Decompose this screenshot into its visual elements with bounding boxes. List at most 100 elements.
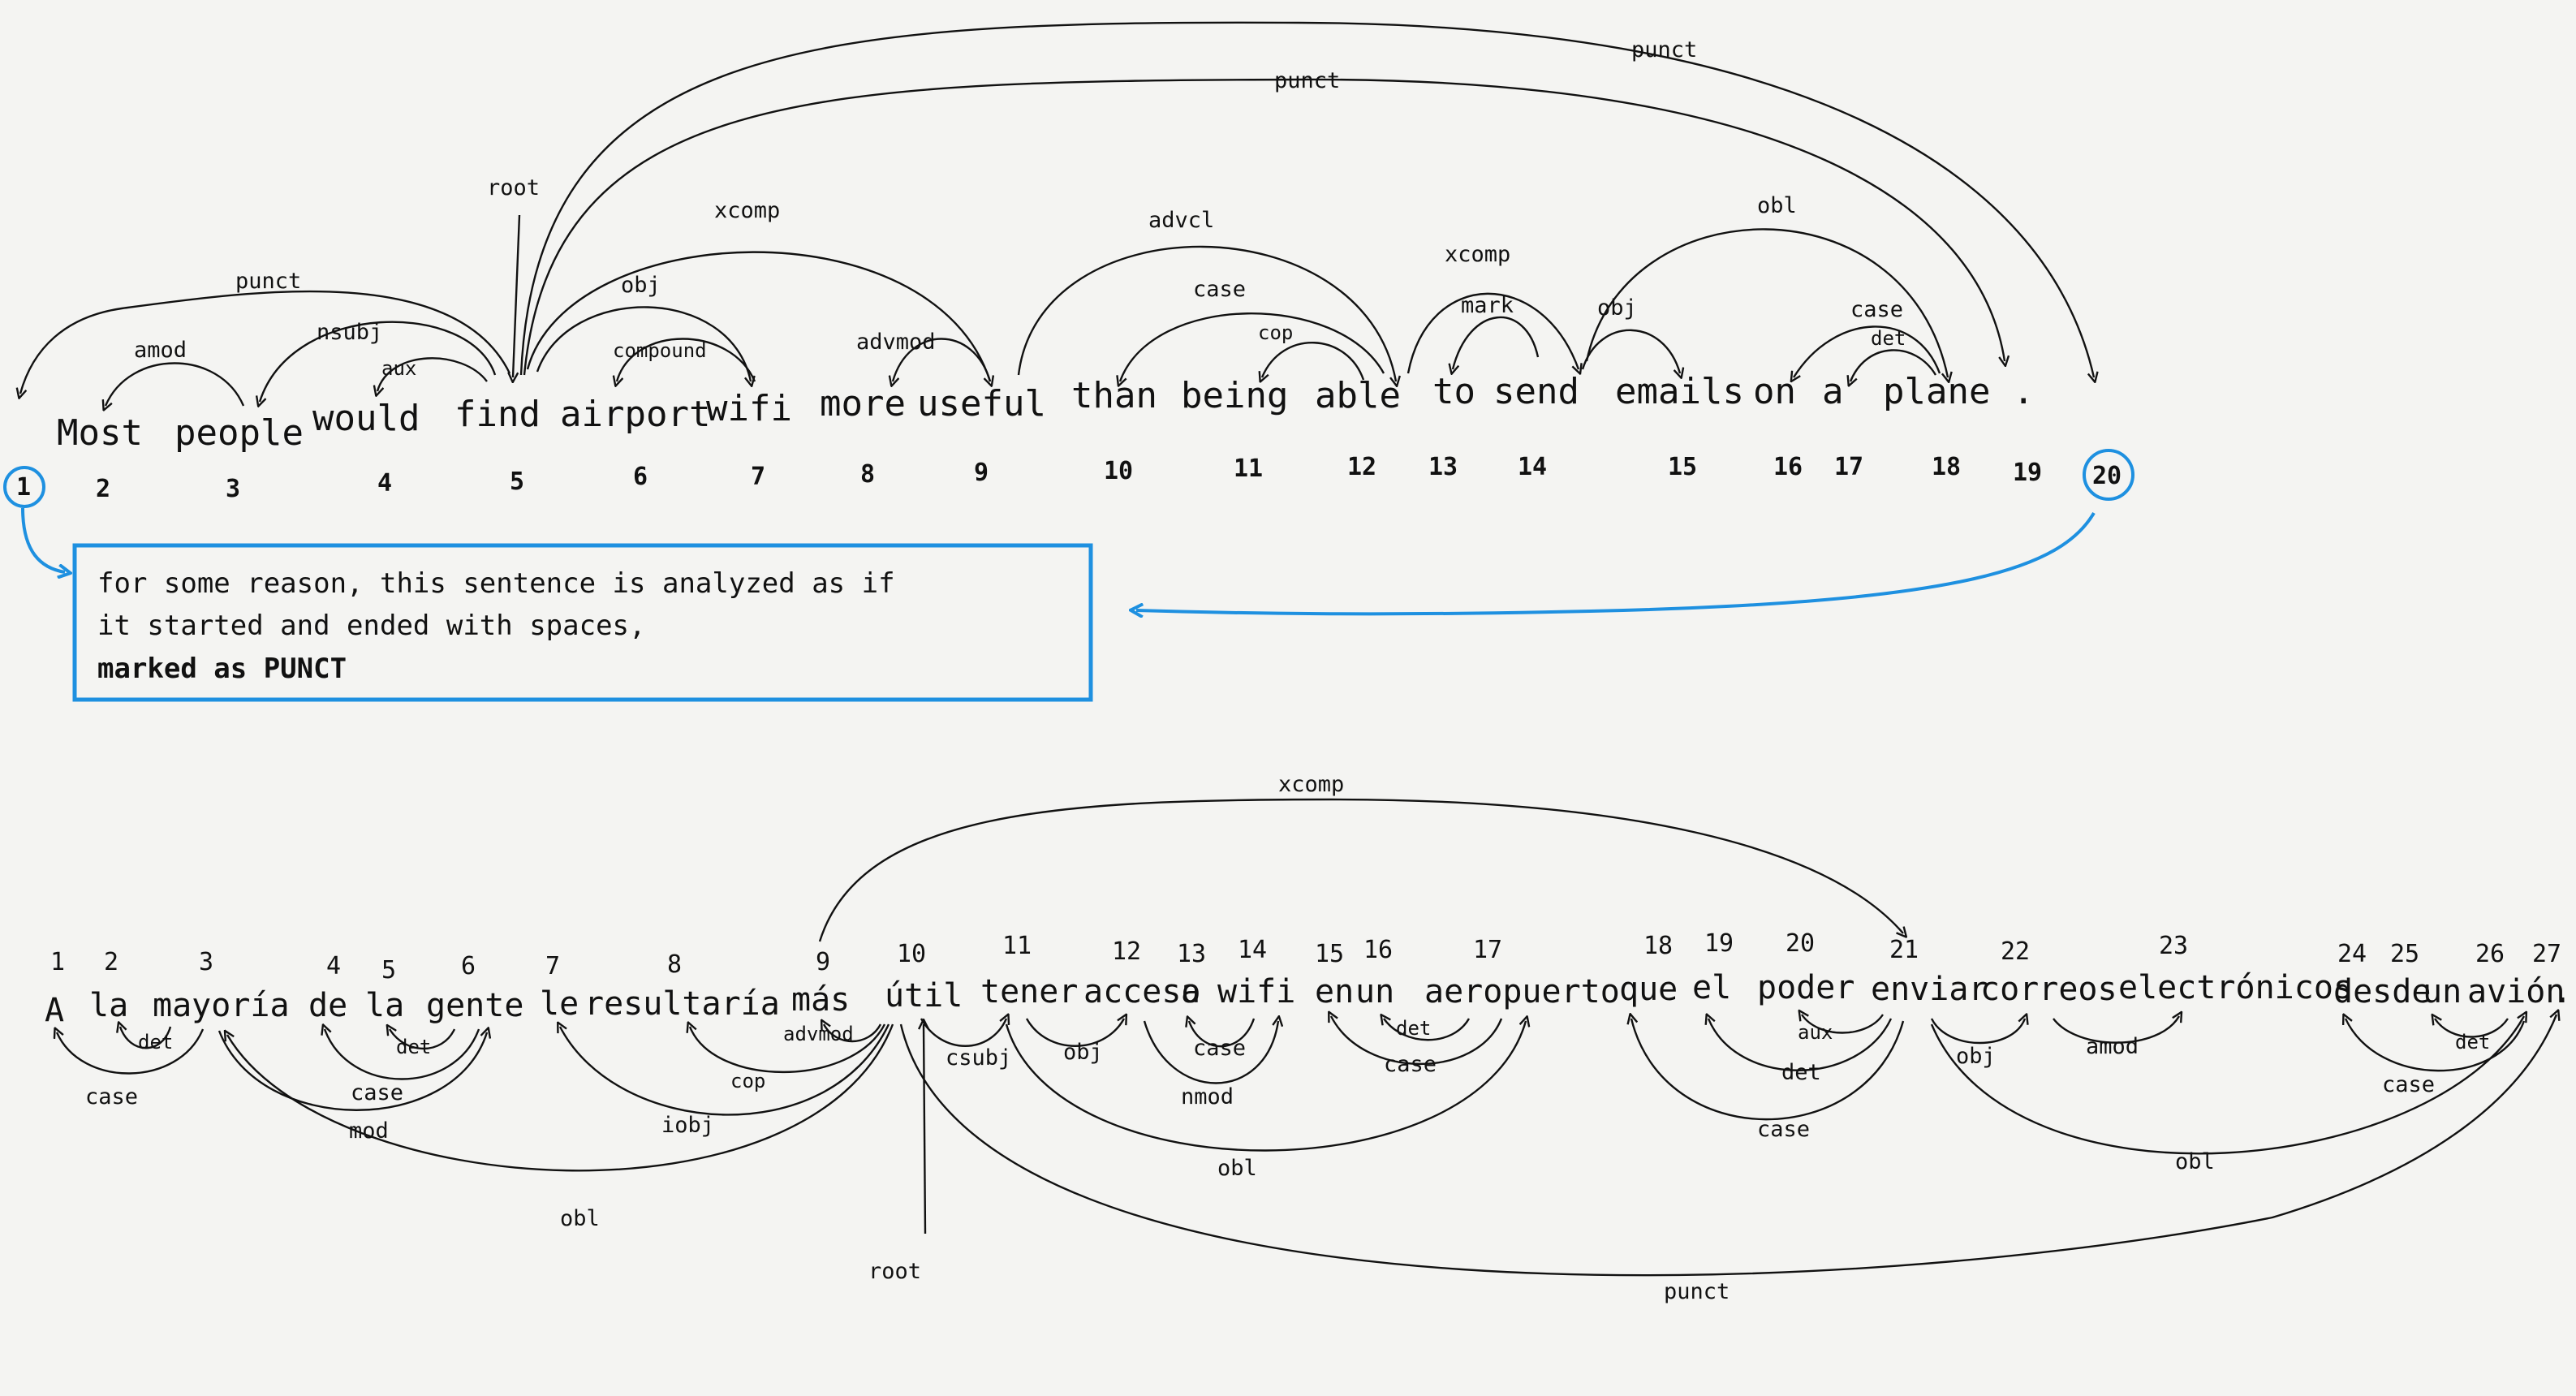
es-label-cop: cop xyxy=(730,1070,765,1092)
es-label-obj2: obj xyxy=(1956,1044,1996,1069)
es-label-xcomp: xcomp xyxy=(1278,772,1344,797)
es-arc-det2 xyxy=(390,1029,456,1050)
en-label-obl: obl xyxy=(1757,193,1797,218)
es-number: 4 xyxy=(326,952,341,980)
token-20-circle xyxy=(2083,449,2134,501)
en-arc-det xyxy=(1850,349,1937,381)
es-word: correos xyxy=(1980,971,2117,1008)
en-label-det: det xyxy=(1871,327,1906,350)
en-label-amod: amod xyxy=(134,338,187,363)
arrow-from-token-20 xyxy=(1136,511,2096,614)
es-word: acceso xyxy=(1083,973,1201,1010)
en-label-obj: obj xyxy=(621,273,661,298)
es-number: 6 xyxy=(461,952,476,980)
es-arc-obj2 xyxy=(1930,1019,2025,1045)
arrow-from-token-1 xyxy=(21,507,65,572)
es-number: 5 xyxy=(381,956,396,985)
es-label-advmod: advmod xyxy=(783,1023,854,1045)
es-label-nmod: nmod xyxy=(1181,1084,1234,1109)
es-word: la xyxy=(89,987,128,1024)
en-arc-punct-top xyxy=(519,21,2094,377)
es-word: . xyxy=(2552,973,2572,1010)
es-word: avión xyxy=(2467,973,2565,1010)
en-label-case: case xyxy=(1193,277,1246,302)
note-annotation: for some reason, this sentence is analyz… xyxy=(21,507,2096,702)
es-arc-xcomp xyxy=(818,798,1903,942)
es-number: 7 xyxy=(545,952,560,980)
en-label-advmod: advmod xyxy=(856,330,936,355)
es-number: 2 xyxy=(104,948,118,976)
note-line-3: marked as PUNCT xyxy=(97,653,347,685)
es-arc-case1 xyxy=(57,1029,205,1075)
es-arc-det1 xyxy=(120,1027,172,1049)
es-arc-obl2 xyxy=(1005,1021,1526,1152)
es-number: 18 xyxy=(1643,932,1673,960)
es-label-obl2: obl xyxy=(1217,1156,1257,1181)
en-arc-xcomp xyxy=(526,251,990,381)
es-arc-obl3 xyxy=(1930,1016,2524,1155)
es-arc-det4 xyxy=(1708,1019,1893,1071)
en-label-xcomp: xcomp xyxy=(714,198,780,223)
es-word: un xyxy=(2423,973,2462,1010)
es-word: le xyxy=(540,985,579,1023)
en-number: 11 xyxy=(1234,455,1263,483)
en-number: 8 xyxy=(860,460,875,489)
en-arc-xcomp2 xyxy=(1406,292,1579,373)
en-number: 16 xyxy=(1773,453,1803,481)
es-number: 27 xyxy=(2532,940,2561,968)
en-arc-case xyxy=(1120,312,1385,381)
en-word: than xyxy=(1071,375,1157,416)
es-word: tener xyxy=(980,973,1078,1010)
en-number: 14 xyxy=(1518,453,1547,481)
es-word: el xyxy=(1692,969,1731,1006)
es-arc-case4 xyxy=(1331,1016,1503,1066)
es-label-case5: case xyxy=(1757,1117,1810,1142)
es-number: 11 xyxy=(1002,932,1032,960)
en-label-punct-left: punct xyxy=(235,269,301,294)
en-word: being xyxy=(1181,375,1288,416)
en-label-punct-top: punct xyxy=(1631,37,1697,62)
en-word: useful xyxy=(917,383,1046,424)
es-number: 10 xyxy=(897,940,926,968)
en-number: 17 xyxy=(1834,453,1863,481)
es-label-det1: det xyxy=(138,1031,173,1053)
es-label-aux: aux xyxy=(1798,1021,1833,1044)
es-label-det5: det xyxy=(2455,1031,2490,1053)
es-word: que xyxy=(1619,971,1678,1008)
spanish-sentence: A la mayoría de la gente le resultaría m… xyxy=(45,969,2572,1029)
en-arc-obl xyxy=(1585,228,1948,377)
es-word: útil xyxy=(885,977,963,1015)
es-label-case2: case xyxy=(351,1080,403,1105)
en-label-aux: aux xyxy=(381,357,416,380)
en-word: more xyxy=(820,383,906,424)
en-word: a xyxy=(1822,371,1844,412)
note-line-1: for some reason, this sentence is analyz… xyxy=(97,567,895,600)
es-label-obl1: obl xyxy=(560,1206,600,1231)
en-word: on xyxy=(1753,371,1796,412)
en-arc-punct-left xyxy=(20,290,511,394)
es-number: 12 xyxy=(1112,937,1141,966)
es-word: electrónicos xyxy=(2118,969,2353,1006)
en-number: 3 xyxy=(226,475,240,503)
es-arc-case2 xyxy=(325,1029,480,1080)
en-number: 2 xyxy=(96,475,110,503)
es-label-obl3: obl xyxy=(2175,1149,2215,1174)
en-arc-aux xyxy=(377,357,488,391)
en-arc-cop xyxy=(1262,342,1365,380)
es-word: mayoría xyxy=(153,987,290,1024)
es-label-csubj: csubj xyxy=(946,1045,1011,1071)
en-word: send xyxy=(1493,371,1579,412)
en-number: 7 xyxy=(751,463,765,491)
es-word: en xyxy=(1315,973,1354,1010)
en-arc-compound xyxy=(617,338,756,382)
en-arc-advmod xyxy=(893,338,992,382)
en-number: 4 xyxy=(377,469,392,498)
es-word: la xyxy=(365,987,404,1024)
es-label-det2: det xyxy=(396,1036,431,1058)
es-number: 3 xyxy=(199,948,213,976)
es-arc-nmod xyxy=(1143,1021,1278,1084)
en-number: 6 xyxy=(633,463,648,491)
en-number: 1 xyxy=(16,473,31,502)
es-word: desde xyxy=(2333,973,2431,1010)
